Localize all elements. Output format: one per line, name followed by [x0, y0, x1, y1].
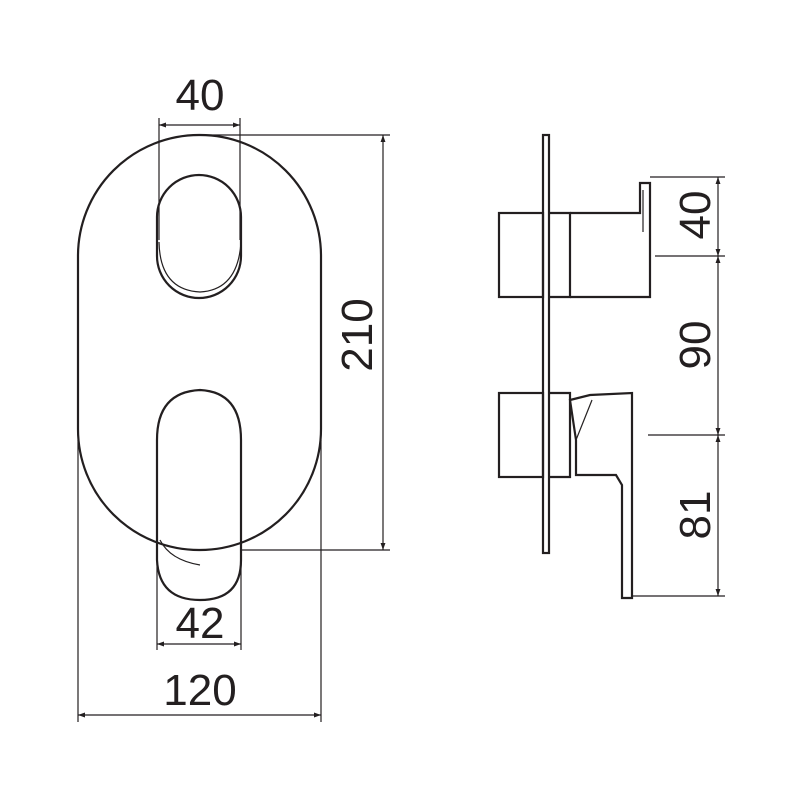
- wall-plate-profile: [541, 133, 551, 555]
- mixer-lever: [155, 388, 243, 602]
- diverter-knob: [155, 173, 243, 300]
- dim-label-40-top: 40: [176, 71, 225, 120]
- side-dimensions: 40 90 81: [632, 176, 725, 597]
- cover-plate-outline: [76, 133, 323, 552]
- upper-knob-collar: [549, 211, 572, 299]
- dim-handle-top-width: 40: [158, 71, 241, 240]
- upper-knob-profile: [570, 181, 652, 299]
- lever-shadow: [159, 539, 201, 566]
- dim-label-81: 81: [671, 491, 720, 540]
- lower-body-block: [497, 391, 545, 479]
- dim-plate-width: 120: [77, 440, 322, 722]
- lever-bevel: [575, 399, 593, 441]
- side-view: [497, 133, 652, 600]
- dim-label-120: 120: [163, 666, 236, 715]
- dim-lever-width: 42: [156, 560, 242, 650]
- lower-lever-collar: [549, 391, 572, 479]
- dim-total-height: 210: [200, 134, 390, 551]
- dim-label-40-side: 40: [671, 191, 720, 240]
- lower-lever-profile: [568, 391, 634, 600]
- dim-label-42: 42: [176, 599, 225, 648]
- dim-label-90: 90: [671, 321, 720, 370]
- dim-label-210: 210: [333, 298, 382, 371]
- front-view: [76, 133, 323, 602]
- upper-body-block: [497, 211, 545, 299]
- diverter-knob-shadow: [158, 241, 242, 293]
